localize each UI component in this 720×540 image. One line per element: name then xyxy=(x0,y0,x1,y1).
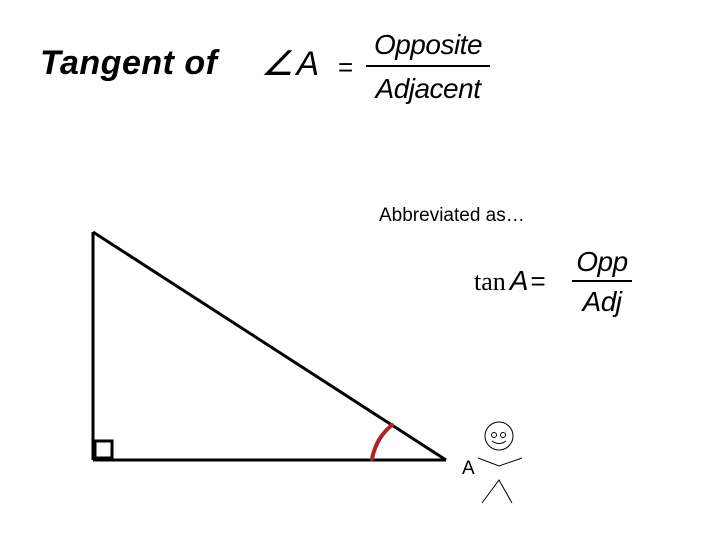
triangle-hypotenuse xyxy=(92,230,447,462)
abbreviation-caption: Abbreviated as… xyxy=(379,205,525,226)
stick-figure-legs xyxy=(481,479,513,504)
abbreviated-fraction: Opp Adj xyxy=(572,246,632,318)
right-angle-marker-icon xyxy=(93,439,114,460)
stick-figure-arms xyxy=(477,457,523,467)
definition-denominator: Adjacent xyxy=(375,73,481,104)
stick-figure-head xyxy=(484,421,514,451)
abbreviated-equals-sign: = xyxy=(530,266,546,296)
stick-figure-right-eye xyxy=(500,432,506,438)
stick-figure-left-eye xyxy=(491,432,497,438)
right-triangle xyxy=(91,230,447,462)
abbreviated-denominator: Adj xyxy=(582,286,622,317)
angle-arc-icon xyxy=(370,423,394,461)
definition-fraction: Opposite Adjacent xyxy=(366,28,490,106)
definition-fraction-bar xyxy=(366,65,490,67)
angle-label: ∠A xyxy=(260,44,320,84)
angle-symbol-icon: ∠ xyxy=(260,45,295,83)
tan-function-name: tan xyxy=(474,267,506,296)
vertex-label-a: A xyxy=(462,458,475,479)
abbreviated-numerator: Opp xyxy=(576,246,628,277)
abbreviated-fraction-bar xyxy=(572,280,632,282)
stick-figure-icon xyxy=(477,421,523,504)
definition-equals-sign: = xyxy=(338,52,354,82)
tan-variable: A xyxy=(509,265,529,296)
angle-name: A xyxy=(296,45,320,83)
page-title: Tangent of xyxy=(40,44,218,82)
stick-figure-smile xyxy=(491,440,507,444)
definition-numerator: Opposite xyxy=(373,29,483,60)
